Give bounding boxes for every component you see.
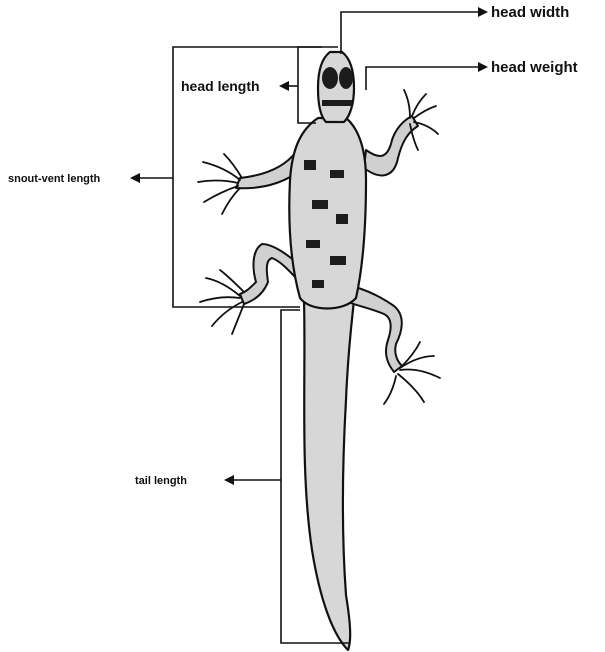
label-tail-length: tail length	[135, 475, 187, 487]
lizard-trunk	[289, 118, 366, 309]
head-width-leader	[341, 12, 480, 54]
tail-length-arrowhead	[224, 475, 234, 485]
head-dark-patch-right	[339, 67, 353, 89]
label-head-width: head width	[491, 4, 569, 21]
head-dark-patch-left	[322, 67, 338, 89]
front-left-foot	[198, 154, 242, 214]
label-head-weight: head weight	[491, 59, 578, 76]
head-weight-leader	[366, 67, 480, 90]
lizard-tail	[304, 300, 354, 650]
hind-left-foot	[200, 270, 244, 334]
head-width-arrowhead	[478, 7, 488, 17]
head-weight-arrowhead	[478, 62, 488, 72]
head-band	[322, 100, 352, 106]
snout-vent-arrowhead	[130, 173, 140, 183]
label-head-length: head length	[181, 78, 260, 94]
label-snout-vent-length: snout-vent length	[8, 173, 101, 185]
head-length-arrowhead	[279, 81, 289, 91]
lizard-illustration	[198, 52, 440, 650]
